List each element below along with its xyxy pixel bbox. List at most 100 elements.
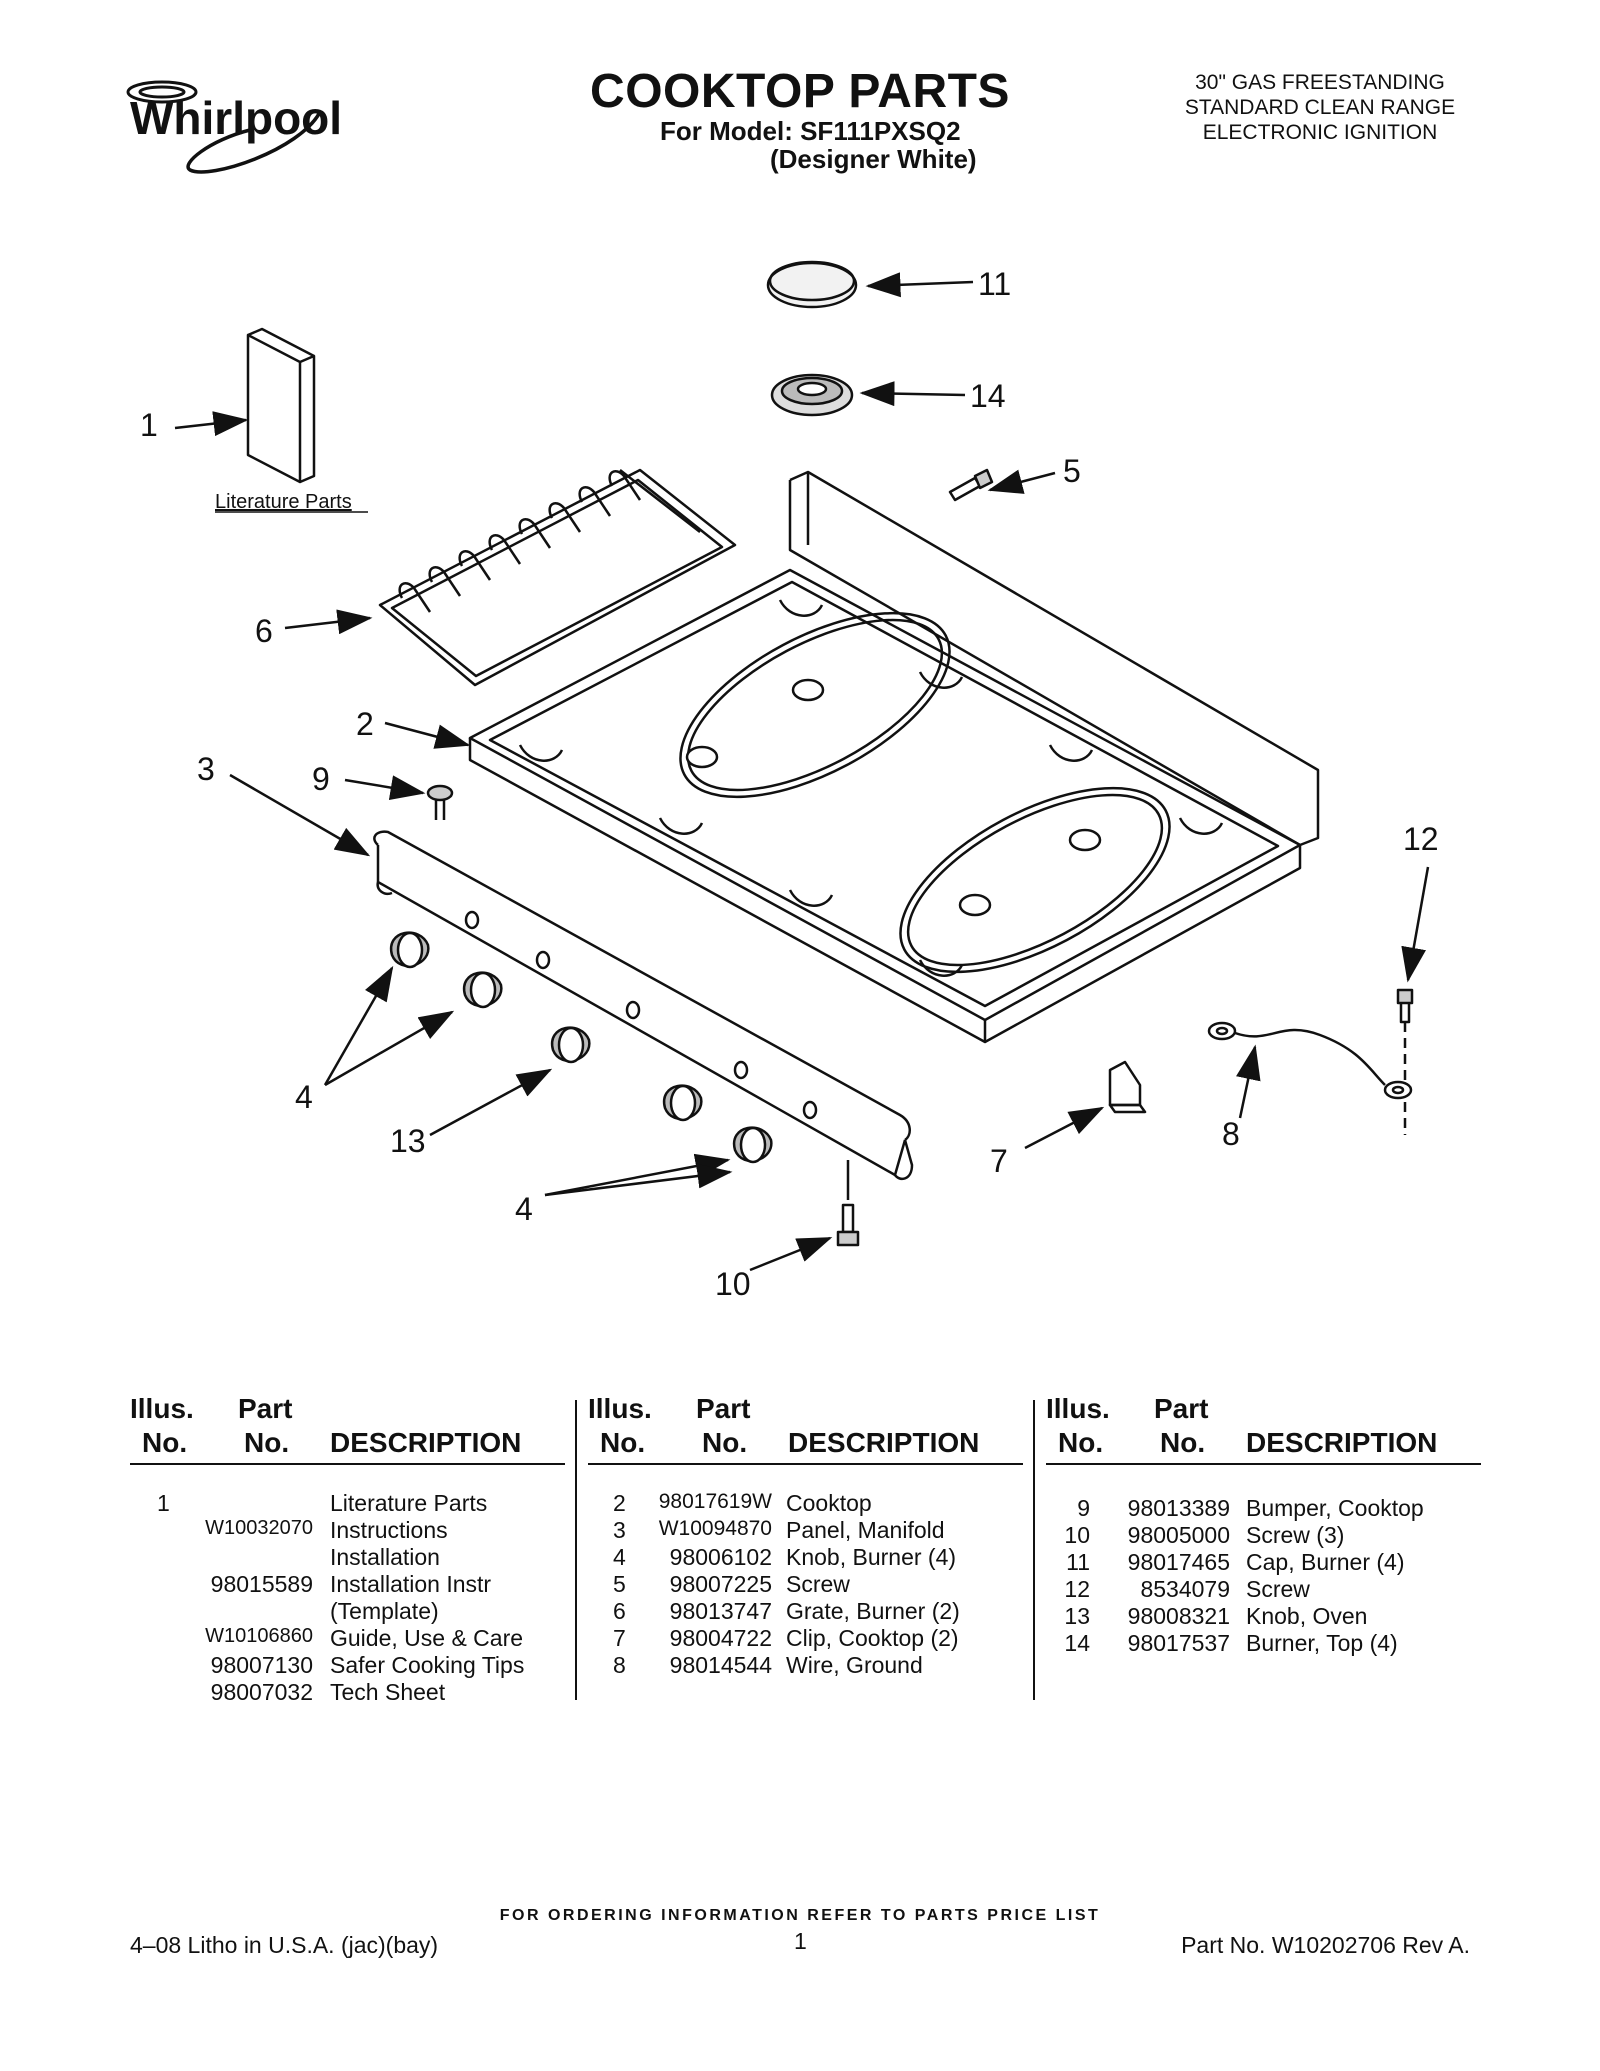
part-description: Screw (786, 1571, 850, 1597)
part-no: 98008321 (1127, 1603, 1230, 1629)
illus-no: 9 (1077, 1495, 1090, 1521)
illus-header: No. (142, 1427, 188, 1458)
part-description: Installation Instr (330, 1571, 492, 1597)
part-description: Knob, Burner (4) (786, 1544, 957, 1570)
part-header: Part (1154, 1393, 1209, 1424)
part-no: W10094870 (658, 1517, 772, 1540)
page-title: COOKTOP PARTS (590, 65, 1010, 118)
part-no: W10106860 (205, 1625, 313, 1647)
illus-no: 5 (613, 1571, 626, 1597)
part-description: Installation (330, 1544, 440, 1570)
illus-header: No. (1058, 1427, 1104, 1458)
part-no: 8534079 (1140, 1576, 1230, 1602)
burner-knob-part (732, 1126, 773, 1164)
burner-cap-part (766, 260, 858, 309)
callout-number: 3 (197, 751, 215, 787)
part-no: 98007225 (669, 1571, 772, 1597)
ground-wire-part (1207, 1021, 1413, 1100)
callout-number: 7 (990, 1143, 1008, 1179)
part-no: 98017465 (1127, 1549, 1230, 1575)
cooktop-clip-part (1108, 1060, 1147, 1114)
illus-no: 4 (613, 1544, 626, 1570)
part-no: 98013747 (669, 1598, 772, 1624)
callout-number: 4 (295, 1079, 313, 1115)
description-header: DESCRIPTION (330, 1427, 522, 1458)
callout-number: 14 (970, 378, 1006, 414)
range-line: ELECTRONIC IGNITION (1202, 121, 1438, 144)
callout-number: 5 (1063, 453, 1081, 489)
callout-number: 10 (715, 1266, 751, 1302)
callout-number: 13 (390, 1123, 426, 1159)
ordering-note: FOR ORDERING INFORMATION REFER TO PARTS … (499, 1907, 1101, 1924)
part-description: Bumper, Cooktop (1246, 1495, 1424, 1521)
part-description: (Template) (330, 1598, 439, 1624)
illus-no: 2 (613, 1490, 626, 1516)
part-header: No. (702, 1427, 748, 1458)
callout-number: 2 (356, 706, 374, 742)
part-description: Cooktop (786, 1490, 872, 1516)
callout-number: 1 (140, 407, 158, 443)
illus-header: Illus. (1046, 1393, 1110, 1424)
illus-no: 1 (157, 1490, 170, 1516)
part-description: Safer Cooking Tips (330, 1652, 525, 1678)
part-no: W10032070 (205, 1517, 313, 1539)
illus-no: 8 (613, 1652, 626, 1678)
brand-logo: Whirlpool (126, 80, 342, 174)
part-description: Guide, Use & Care (330, 1625, 524, 1651)
header-rule (588, 1463, 1023, 1465)
part-description: Cap, Burner (4) (1246, 1549, 1405, 1575)
column-divider (1033, 1400, 1035, 1700)
screw-part-10 (836, 1203, 860, 1247)
part-no: 98015589 (210, 1571, 313, 1597)
part-no: 98006102 (669, 1544, 772, 1570)
burner-knob-part (662, 1084, 703, 1122)
range-description: 30" GAS FREESTANDING STANDARD CLEAN RANG… (1140, 70, 1500, 145)
part-no: 98014544 (669, 1652, 772, 1678)
illus-no: 10 (1064, 1522, 1090, 1548)
header-rule (1046, 1463, 1481, 1465)
litho-info: 4–08 Litho in U.S.A. (jac)(bay) (130, 1932, 439, 1958)
part-description: Tech Sheet (330, 1679, 446, 1705)
oven-knob-part (550, 1026, 591, 1064)
burner-knob-part (462, 971, 503, 1009)
callout-number: 9 (312, 761, 330, 797)
part-no: 98013389 (1127, 1495, 1230, 1521)
part-header: No. (1160, 1427, 1206, 1458)
part-no: 98007130 (210, 1652, 313, 1678)
manifold-panel-part (373, 830, 914, 1200)
part-description: Burner, Top (4) (1246, 1630, 1398, 1656)
part-description: Grate, Burner (2) (786, 1598, 960, 1624)
illus-no: 13 (1064, 1603, 1090, 1629)
part-description: Clip, Cooktop (2) (786, 1625, 959, 1651)
part-no: 98007032 (210, 1679, 313, 1705)
document-part-number: Part No. W10202706 Rev A. (1181, 1932, 1470, 1958)
model-color: (Designer White) (770, 144, 977, 174)
illus-no: 12 (1064, 1576, 1090, 1602)
cooktop-part (468, 470, 1320, 1044)
callout-number: 8 (1222, 1116, 1240, 1152)
range-line: 30" GAS FREESTANDING (1195, 71, 1445, 94)
brand-name: Whirlpool (130, 92, 342, 144)
part-header: Part (696, 1393, 751, 1424)
page-number: 1 (794, 1928, 807, 1954)
range-line: STANDARD CLEAN RANGE (1184, 96, 1456, 119)
part-description: Wire, Ground (786, 1652, 923, 1678)
column-divider (575, 1400, 577, 1700)
burner-knob-part (389, 931, 430, 969)
part-no: 98017619W (658, 1490, 772, 1513)
part-no: 98005000 (1127, 1522, 1230, 1548)
description-header: DESCRIPTION (1246, 1427, 1438, 1458)
illus-header: Illus. (130, 1393, 194, 1424)
part-header: No. (244, 1427, 290, 1458)
part-no: 98017537 (1127, 1630, 1230, 1656)
part-description: Instructions (330, 1517, 448, 1543)
illus-no: 7 (613, 1625, 626, 1651)
parts-table: Illus. No. Part No. DESCRIPTION Illus. N… (130, 1393, 1481, 1705)
callout-number: 6 (255, 613, 273, 649)
callout-number: 11 (978, 266, 1011, 302)
burner-top-part (770, 373, 854, 417)
part-description: Panel, Manifold (786, 1517, 945, 1543)
description-header: DESCRIPTION (788, 1427, 980, 1458)
part-description: Literature Parts (330, 1490, 488, 1516)
callout-number: 4 (515, 1191, 533, 1227)
